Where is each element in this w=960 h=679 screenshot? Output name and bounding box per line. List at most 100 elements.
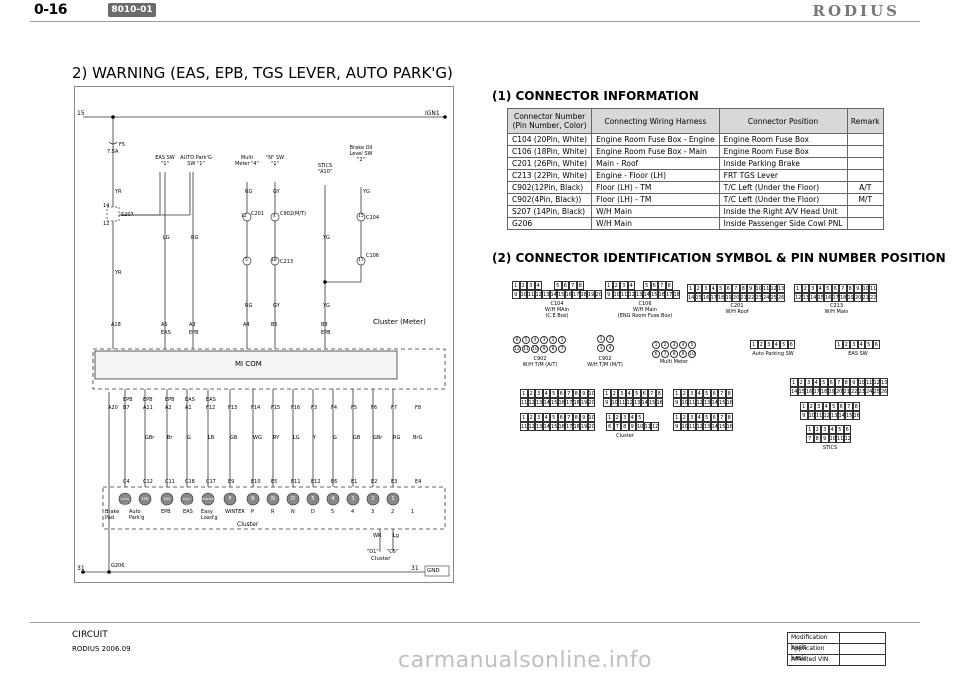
lower-pin-a11: A11 <box>143 405 153 411</box>
pin-cell: 7 <box>565 389 573 398</box>
pin-cell: 14 <box>687 293 695 302</box>
pin-cell: 12 <box>534 290 542 299</box>
pin-cell: 1 <box>512 281 520 290</box>
pin-cell: 17 <box>709 293 717 302</box>
lower-pin-f3: F3 <box>311 405 318 411</box>
bottom-pin-e2: E2 <box>371 479 378 485</box>
pin-cell: 8 <box>670 350 678 358</box>
pin-cell: 4 <box>628 413 636 422</box>
brake-oil-sw-label: Brake Oil Level SW "2" <box>349 145 373 163</box>
pin-cell: 11 <box>520 398 528 407</box>
s207-label: S207 <box>121 212 134 218</box>
pin-cell: 9 <box>854 284 862 293</box>
lamp-label-winter: WINTER <box>225 509 245 515</box>
pin-cell: 8 <box>842 378 850 387</box>
pin-cell: 24 <box>865 387 873 396</box>
pin-cell: 15 <box>845 411 853 420</box>
pin-cell: 1 <box>794 284 802 293</box>
pin-cell: 9 <box>673 422 681 431</box>
pin-cell: 1 <box>652 341 660 349</box>
pin-cell: 3 <box>805 378 813 387</box>
c104-desc: W/H MAin <box>544 307 570 313</box>
pin-cell: 8 <box>621 422 629 431</box>
line-15-label: 15 <box>77 110 85 117</box>
lower-label-epb-2: EPB <box>143 397 153 403</box>
table-row: C213 (22Pin, White)Engine - Floor (LH)FR… <box>506 169 884 182</box>
pin-cell: 13 <box>880 378 888 387</box>
header-divider <box>30 21 920 22</box>
pin-cell: 19 <box>587 290 595 299</box>
wire-color-rg-3: RG <box>245 303 253 309</box>
pin-cell: 5 <box>550 413 558 422</box>
lamp-label-p: P <box>251 509 255 515</box>
pin-cell: 4 <box>695 389 703 398</box>
col-connector-position: Connector Position <box>718 108 848 134</box>
pin-cell: 9 <box>580 389 588 398</box>
pin-cell: 1 <box>606 413 614 422</box>
lamp-label-5: 5 <box>331 509 335 515</box>
pin-cell: 2 <box>801 284 809 293</box>
pin-cell: 18 <box>717 293 725 302</box>
pin-cell: 18 <box>572 422 580 431</box>
pin-cell: 6 <box>831 284 839 293</box>
pin-cell: 16 <box>557 398 565 407</box>
cell: FRT TGS Lever <box>718 169 848 182</box>
lower-pin-f14: F14 <box>251 405 261 411</box>
pin-cell: 16 <box>805 387 813 396</box>
pin-cell: 7 <box>718 389 726 398</box>
pin-cell: 15 <box>694 293 702 302</box>
pin-cell: 8 <box>846 284 854 293</box>
cell: Floor (LH) - TM <box>591 193 720 206</box>
lower-pin-f13: F13 <box>228 405 238 411</box>
pin-cell: 9 <box>603 398 611 407</box>
pin-cell: 5 <box>780 340 788 349</box>
pin-cell: 20 <box>594 290 602 299</box>
lamp-n: N <box>271 496 275 502</box>
lamp-d: D <box>291 496 295 502</box>
wire-color-yg-2: YG <box>363 189 370 195</box>
cluster-label: Cluster <box>237 521 259 528</box>
pin-cell: 26 <box>880 387 888 396</box>
pin-cell: 1 <box>558 336 566 344</box>
pin-cell: 3 <box>688 413 696 422</box>
cluster-label-2: Cluster <box>371 556 391 562</box>
ign1-label: IGN1 <box>425 110 440 117</box>
pin-cell: 15 <box>797 387 805 396</box>
pin-cell: 18 <box>579 290 587 299</box>
pin-cell: 6 <box>843 425 851 434</box>
pin-cell: 2 <box>527 389 535 398</box>
pin-cell: 10 <box>531 345 539 353</box>
pin-cell: 19 <box>580 398 588 407</box>
pin-cell: 5 <box>550 389 558 398</box>
bottom-pin-c12: C12 <box>143 479 153 485</box>
pin-cell: 20 <box>854 293 862 302</box>
mod-row: Application basis <box>788 644 885 662</box>
bottom-pin-e10: E10 <box>251 479 261 485</box>
c902-label: C902(M/T) <box>280 211 306 217</box>
modification-table: Modification basis Application basis Aff… <box>787 632 886 666</box>
pin-cell: 10 <box>636 422 644 431</box>
lower-pin-f4: F4 <box>331 405 338 411</box>
gnd-label: GND <box>427 568 440 574</box>
pin-cell: 5 <box>865 340 873 349</box>
pin-cell: 13 <box>801 293 809 302</box>
c902-at-name: C902 <box>533 356 547 362</box>
meter-pin-a5: A5 <box>161 322 168 328</box>
c213-pin-b: 18 <box>271 258 277 263</box>
pin-cell: 9 <box>821 434 829 443</box>
wire-wr: WR <box>373 533 382 539</box>
pin-cell: 8 <box>576 281 584 290</box>
pin-cell: 1 <box>687 284 695 293</box>
pin-cell: 2 <box>612 281 620 290</box>
pin-cell: 10 <box>587 389 595 398</box>
